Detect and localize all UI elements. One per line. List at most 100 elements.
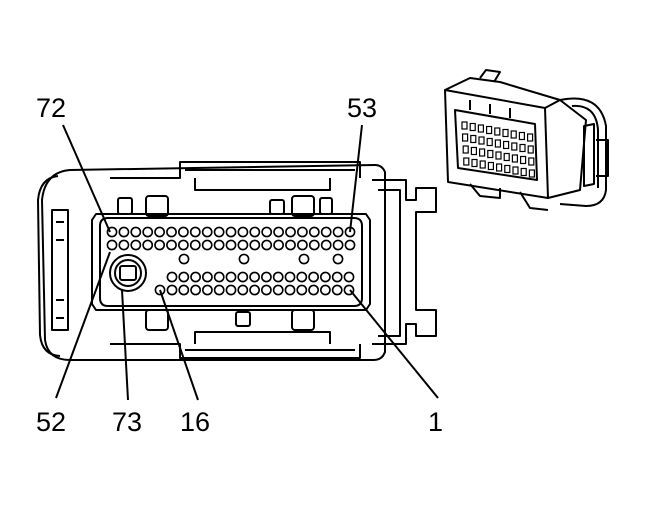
pin-hole <box>273 239 284 251</box>
label-16: 16 <box>180 407 210 437</box>
pin-hole <box>166 271 178 283</box>
pin-holes <box>106 226 356 296</box>
pin-hole <box>201 226 213 238</box>
connector-outer-shell <box>41 164 386 361</box>
right-flange <box>372 179 437 345</box>
pin-hole <box>177 226 189 238</box>
connector-left-cap <box>37 175 61 357</box>
top-rail <box>110 161 361 179</box>
perspective-pin-hole <box>528 157 535 166</box>
pin-hole <box>190 284 201 296</box>
pin-hole <box>343 284 355 296</box>
pin-hole <box>332 226 344 238</box>
pin-hole <box>273 226 284 238</box>
pin-hole <box>201 239 213 251</box>
perspective-pin-hole <box>479 148 486 157</box>
pin-hole <box>238 253 250 265</box>
label-53: 53 <box>347 93 377 123</box>
pin-hole <box>332 253 344 265</box>
leader-1 <box>349 289 439 399</box>
pin-hole <box>285 239 296 251</box>
pin-hole <box>118 226 130 238</box>
perspective-pin-hole <box>528 169 536 178</box>
pin-hole <box>237 239 249 251</box>
pin-hole <box>320 239 332 251</box>
pin-hole <box>296 271 308 283</box>
pin-hole <box>272 271 284 283</box>
pin-hole <box>225 239 237 251</box>
pin-hole <box>130 226 142 238</box>
pin-hole <box>298 253 310 265</box>
perspective-pin-hole <box>510 130 517 139</box>
bottom-rail <box>110 343 361 359</box>
pin-hole <box>320 226 332 238</box>
perspective-pin-hole <box>511 154 519 163</box>
pin-hole <box>166 239 177 251</box>
leader-52 <box>55 251 111 399</box>
label-73: 73 <box>112 407 142 437</box>
perspective-pin-hole <box>486 125 493 135</box>
pin-hole <box>343 271 355 283</box>
pin-hole <box>166 284 178 296</box>
leader-53 <box>349 124 363 233</box>
pin-hole <box>237 271 249 283</box>
pin-hole <box>319 284 331 296</box>
pin-hole <box>296 239 308 251</box>
pin-hole <box>201 284 213 296</box>
pin-hole <box>260 284 272 296</box>
connector-perspective-view <box>444 69 609 211</box>
pin-hole <box>261 239 273 251</box>
perspective-pin-hole <box>487 161 494 171</box>
pin-hole <box>308 226 320 238</box>
perspective-pin-hole <box>503 140 510 150</box>
label-1: 1 <box>428 407 443 437</box>
pin-hole <box>249 284 260 296</box>
perspective-pin-hole <box>512 166 519 175</box>
pin-hole <box>272 284 284 296</box>
pin-hole <box>189 239 201 251</box>
pin-hole <box>284 284 296 296</box>
pin-hole <box>106 239 118 251</box>
pin-hole <box>308 271 319 283</box>
connector-face <box>37 161 437 361</box>
pin-hole <box>284 271 296 283</box>
pin-hole <box>213 239 225 251</box>
pin-hole <box>154 284 166 296</box>
pin-hole <box>178 271 190 283</box>
perspective-pin-hole <box>504 164 511 174</box>
perspective-pin-hole <box>461 121 468 130</box>
perspective-pin-hole <box>470 146 477 156</box>
perspective-pin-hole <box>527 145 534 154</box>
pin-hole <box>225 284 237 296</box>
pin-hole <box>142 226 154 238</box>
pin-hole <box>344 239 356 251</box>
perspective-pin-hole <box>496 163 503 172</box>
perspective-pin-hole <box>494 127 501 136</box>
pin-hole <box>130 239 142 251</box>
pin-hole <box>154 226 165 238</box>
label-72: 72 <box>36 93 66 123</box>
pin-field-outline <box>99 217 363 307</box>
leader-73 <box>121 289 129 401</box>
pin-hole <box>308 239 320 251</box>
leader-72 <box>62 124 111 233</box>
perspective-pin-hole <box>471 158 478 168</box>
pin-hole <box>177 239 189 251</box>
pin-hole <box>225 271 237 283</box>
pin-hole <box>213 284 225 296</box>
pin-hole <box>154 239 165 251</box>
pin-hole <box>237 284 249 296</box>
perspective-pin-hole <box>462 145 469 154</box>
pin-hole <box>201 271 213 283</box>
pin-hole <box>331 271 343 283</box>
perspective-pin-hole <box>486 137 493 147</box>
perspective-pin-hole <box>477 124 484 133</box>
pin-hole <box>249 239 261 251</box>
perspective-pin-hole <box>503 152 510 162</box>
pin-hole <box>308 284 319 296</box>
pin-hole <box>319 271 331 283</box>
pin-hole <box>213 226 225 238</box>
pin-hole <box>142 239 154 251</box>
perspective-pin-hole <box>520 167 527 177</box>
